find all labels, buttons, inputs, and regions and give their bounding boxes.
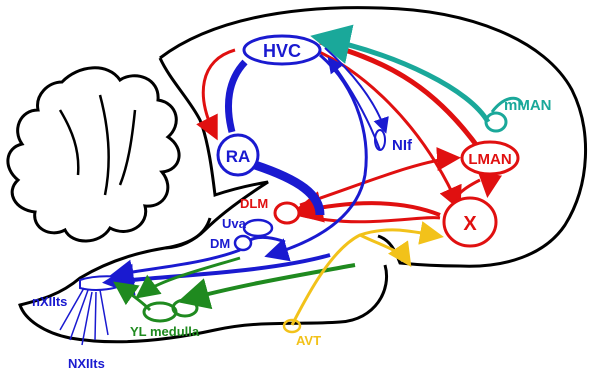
hvc-label: HVC [263,41,301,61]
nif-label: NIf [392,137,413,154]
cerebellum-outline [8,68,179,241]
dlm-label: DLM [240,196,268,211]
dm-label: DM [210,236,230,251]
uva-nucleus [244,220,272,236]
brainstem-outline [20,218,387,342]
dlm-nucleus [275,203,299,223]
mman-label: mMAN [504,97,552,114]
dm-nucleus [235,236,251,250]
ra-label: RA [226,147,251,166]
mman-nucleus [486,113,506,131]
nxiits-upper-label: nXIIts [32,294,67,309]
nxiits-lower-label: NXIIts [68,356,105,371]
uva-label: Uva [222,216,247,231]
lman-label: LMAN [468,151,511,168]
avt-label: AVT [296,333,321,348]
x-label: X [463,213,477,235]
yl-medulla-label: YL medulla [130,324,200,339]
